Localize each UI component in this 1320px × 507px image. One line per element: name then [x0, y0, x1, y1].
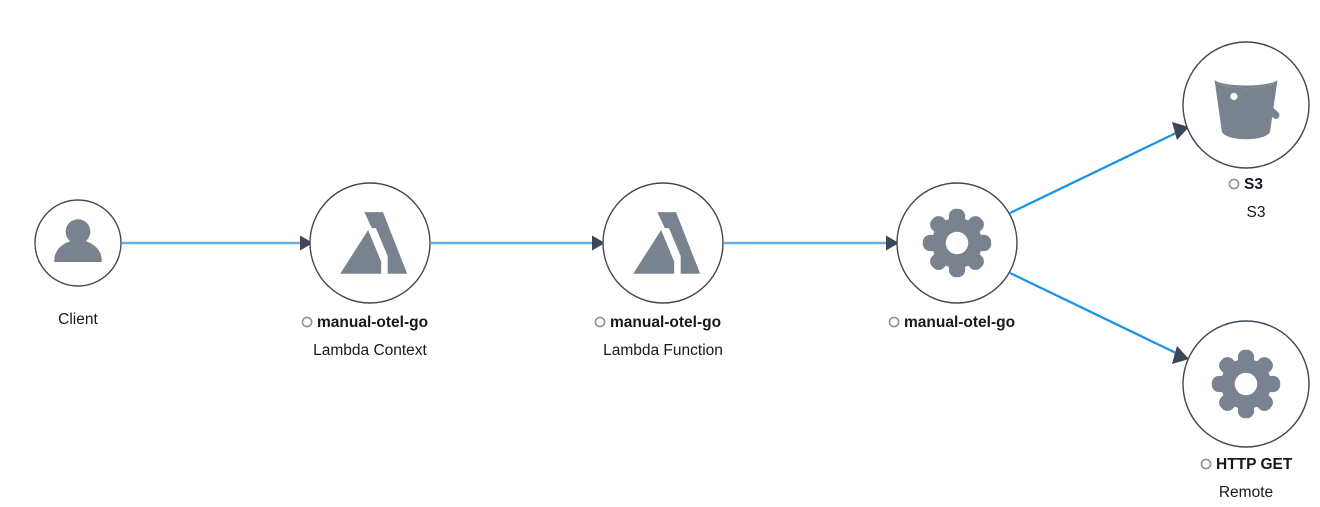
node-s3[interactable]: S3 S3 — [1182, 41, 1310, 221]
node-lambda-context-name: manual-otel-go — [317, 314, 428, 331]
node-gear-service-name: manual-otel-go — [904, 314, 1015, 331]
node-client[interactable]: Client — [34, 199, 122, 328]
node-lambda-context-subtitle: Lambda Context — [313, 342, 427, 359]
status-ring-icon — [301, 316, 313, 328]
gear-icon — [1211, 349, 1281, 419]
edge-lambda-function-to-gear-service — [724, 235, 899, 251]
status-ring-icon — [1228, 178, 1240, 190]
edge-gear-service-to-s3 — [1009, 122, 1189, 215]
node-lambda-function[interactable]: manual-otel-go Lambda Function — [594, 182, 724, 359]
edge-gear-service-to-http-get — [1009, 271, 1189, 364]
node-s3-subtitle: S3 — [1247, 204, 1266, 221]
node-client-label: Client — [58, 311, 98, 328]
edge-client-to-lambda-context — [122, 235, 313, 251]
node-http-get-subtitle: Remote — [1219, 484, 1273, 501]
node-http-get-remote[interactable]: HTTP GET Remote — [1182, 320, 1310, 501]
s3-bucket-icon — [1214, 70, 1277, 140]
status-ring-icon — [1200, 458, 1212, 470]
edge-lambda-context-to-lambda-function — [431, 235, 605, 251]
node-s3-name: S3 — [1244, 176, 1263, 193]
node-http-get-name: HTTP GET — [1216, 456, 1293, 473]
status-ring-icon — [888, 316, 900, 328]
node-lambda-function-subtitle: Lambda Function — [603, 342, 723, 359]
node-gear-service[interactable]: manual-otel-go — [888, 182, 1018, 331]
node-lambda-function-name: manual-otel-go — [610, 314, 721, 331]
node-lambda-context[interactable]: manual-otel-go Lambda Context — [301, 182, 431, 359]
gear-icon — [922, 208, 992, 278]
status-ring-icon — [594, 316, 606, 328]
